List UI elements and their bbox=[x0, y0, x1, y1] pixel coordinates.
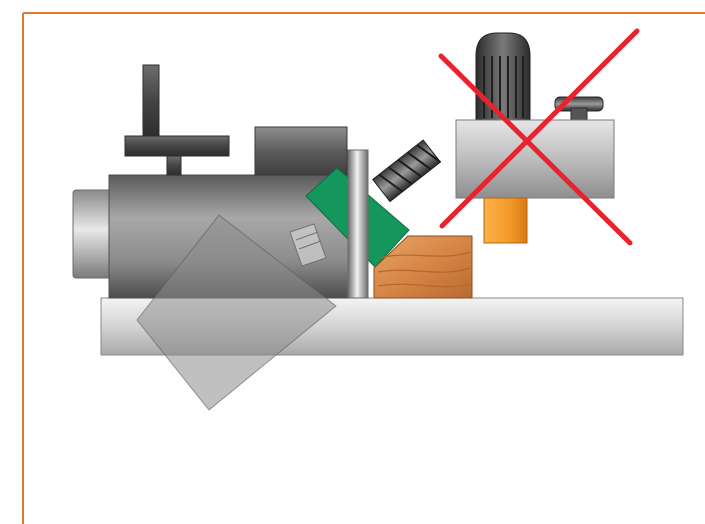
red-cross bbox=[438, 28, 640, 246]
wood-block bbox=[373, 235, 473, 299]
cutter-bits bbox=[289, 223, 327, 267]
crossed-motor-unit bbox=[455, 32, 615, 244]
orange-border-frame bbox=[22, 12, 705, 524]
spindle-cylinder bbox=[72, 189, 114, 279]
adjustment-handle bbox=[124, 64, 230, 176]
spiral-cutter bbox=[372, 139, 442, 203]
vertical-post bbox=[347, 149, 369, 299]
tilted-guard bbox=[136, 214, 337, 411]
top-housing bbox=[254, 126, 348, 176]
